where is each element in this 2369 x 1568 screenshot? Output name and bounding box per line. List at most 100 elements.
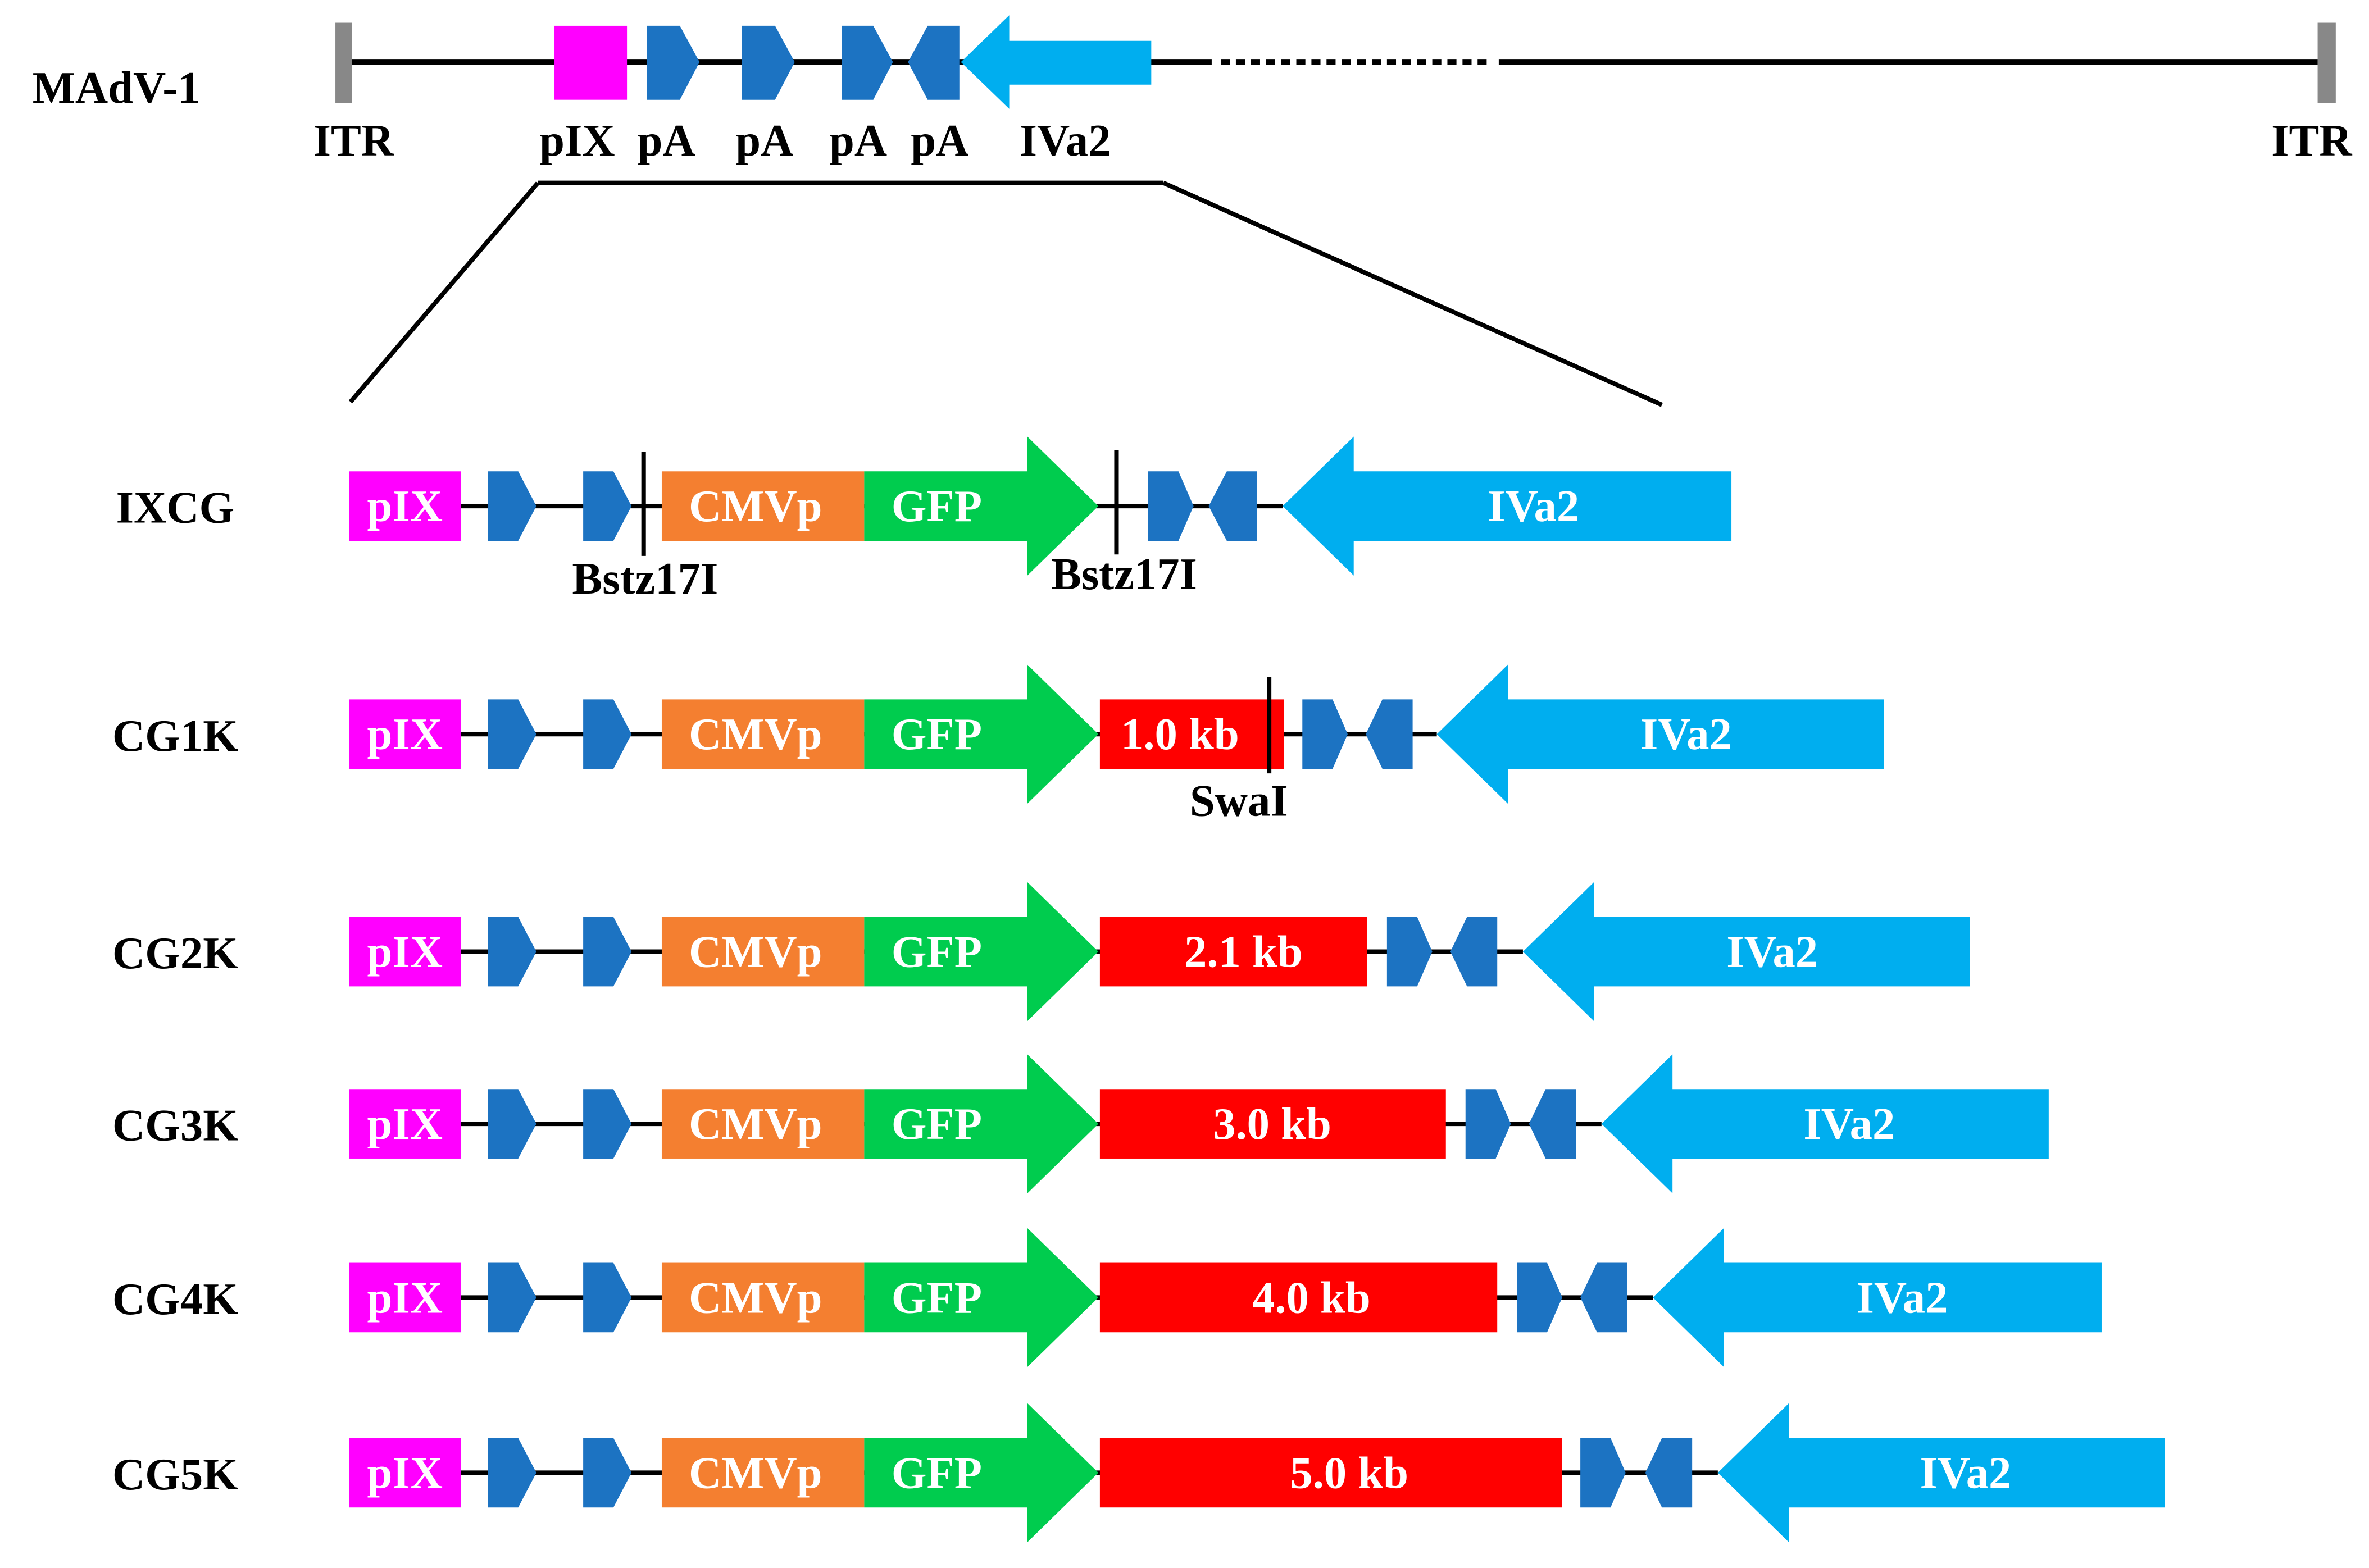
gfp-label: GFP bbox=[892, 709, 982, 759]
pix-label: pIX bbox=[367, 709, 443, 759]
construct-row-cg1k: CG1K pIX CMVp GFP 1.0 kb IVa2 SwaI bbox=[112, 664, 1884, 826]
pa-signal-reverse bbox=[1208, 471, 1257, 541]
gfp-label: GFP bbox=[892, 1099, 982, 1149]
iva2-arrow bbox=[1283, 436, 1732, 576]
pa-signal-forward bbox=[647, 25, 700, 100]
pix-label: pIX bbox=[367, 1099, 443, 1149]
pa-signal-forward bbox=[1580, 1438, 1626, 1508]
insert-box bbox=[1099, 1438, 1562, 1508]
iva2-arrow bbox=[1717, 1403, 2165, 1543]
construct-name: CG2K bbox=[112, 928, 238, 978]
pa-signal-forward bbox=[583, 471, 632, 541]
pix-label: pIX bbox=[367, 1273, 443, 1323]
itr-right-label: ITR bbox=[2271, 116, 2352, 166]
insert-label: 1.0 kb bbox=[1121, 709, 1239, 759]
restriction-site-label: Bstz17I bbox=[572, 554, 718, 604]
pa-signal-forward bbox=[488, 1438, 536, 1508]
iva2-label: IVa2 bbox=[1726, 927, 1818, 977]
itr-left-bar bbox=[335, 22, 352, 103]
pa-signal-forward bbox=[1465, 1089, 1511, 1159]
restriction-site-label: Bstz17I bbox=[1051, 549, 1197, 599]
pa-label: pA bbox=[829, 116, 887, 166]
pa-label: pA bbox=[637, 116, 695, 166]
gfp-label: GFP bbox=[892, 1448, 982, 1498]
insert-box bbox=[1099, 1262, 1498, 1333]
iva2-arrow bbox=[1653, 1228, 2102, 1368]
genome-map: MAdV-1 ITR pIX pA pA pA pA IVa2 ITR bbox=[33, 15, 2352, 166]
cmv-promoter-box bbox=[661, 917, 865, 987]
zoom-callout bbox=[348, 180, 1663, 407]
construct-name: CG4K bbox=[112, 1274, 238, 1324]
pix-box bbox=[349, 699, 461, 769]
construct-name: CG5K bbox=[112, 1450, 238, 1499]
iva2-label: IVa2 bbox=[1920, 1448, 2011, 1498]
pa-signal-reverse bbox=[1580, 1262, 1627, 1333]
pix-label: pIX bbox=[367, 481, 443, 531]
pix-box bbox=[349, 917, 461, 987]
pa-label: pA bbox=[735, 116, 793, 166]
pix-label: pIX bbox=[367, 927, 443, 977]
pa-signal-forward bbox=[488, 1262, 536, 1333]
iva2-arrow bbox=[961, 15, 1152, 109]
cmv-promoter-box bbox=[661, 1438, 865, 1508]
pix-box bbox=[349, 471, 461, 541]
iva2-label: IVa2 bbox=[1857, 1273, 1948, 1323]
gfp-arrow bbox=[864, 1403, 1099, 1543]
gfp-arrow bbox=[864, 436, 1099, 576]
gfp-label: GFP bbox=[892, 481, 982, 531]
pa-signal-forward bbox=[583, 917, 632, 987]
pa-signal-reverse bbox=[1450, 917, 1498, 987]
insert-label: 3.0 kb bbox=[1213, 1099, 1331, 1149]
gfp-label: GFP bbox=[892, 927, 982, 977]
construct-row-cg5k: CG5K pIX CMVp GFP 5.0 kb IVa2 bbox=[112, 1403, 2165, 1543]
pa-signal-reverse bbox=[1645, 1438, 1693, 1508]
construct-row-cg3k: CG3K pIX CMVp GFP 3.0 kb IVa2 bbox=[112, 1054, 2049, 1193]
pa-signal-reverse bbox=[1366, 699, 1413, 769]
pa-label: pA bbox=[911, 116, 968, 166]
construct-row-cg4k: CG4K pIX CMVp GFP 4.0 kb IVa2 bbox=[112, 1228, 2102, 1368]
gfp-label: GFP bbox=[892, 1273, 982, 1323]
cmv-promoter-label: CMVp bbox=[689, 709, 822, 759]
construct-name: CG3K bbox=[112, 1101, 238, 1151]
pa-signal-reverse bbox=[908, 25, 960, 100]
cmv-promoter-box bbox=[661, 699, 865, 769]
pix-label: pIX bbox=[539, 116, 615, 166]
cmv-promoter-label: CMVp bbox=[689, 1099, 822, 1149]
pa-signal-forward bbox=[583, 1262, 632, 1333]
pix-box bbox=[349, 1438, 461, 1508]
cmv-promoter-box bbox=[661, 1262, 865, 1333]
pa-signal-forward bbox=[583, 1089, 632, 1159]
pix-label: pIX bbox=[367, 1448, 443, 1498]
cmv-promoter-label: CMVp bbox=[689, 1273, 822, 1323]
insert-box bbox=[1099, 1089, 1446, 1159]
cmv-promoter-label: CMVp bbox=[689, 927, 822, 977]
pa-signal-forward bbox=[488, 917, 536, 987]
pix-box bbox=[554, 25, 628, 100]
gfp-arrow bbox=[864, 1228, 1099, 1368]
pa-signal-forward bbox=[488, 1089, 536, 1159]
insert-label: 5.0 kb bbox=[1290, 1448, 1408, 1498]
construct-name: IXCG bbox=[116, 483, 235, 533]
pa-signal-forward bbox=[1148, 471, 1194, 541]
pa-signal-forward bbox=[488, 471, 536, 541]
zoom-left-line bbox=[348, 181, 540, 404]
pa-signal-forward bbox=[742, 25, 795, 100]
pa-signal-forward bbox=[583, 699, 632, 769]
insert-box bbox=[1099, 917, 1367, 987]
iva2-arrow bbox=[1522, 882, 1970, 1022]
iva2-label: IVa2 bbox=[1803, 1099, 1895, 1149]
cmv-promoter-box bbox=[661, 1089, 865, 1159]
pa-signal-forward bbox=[1517, 1262, 1562, 1333]
genome-name: MAdV-1 bbox=[33, 63, 201, 113]
insert-label: 2.1 kb bbox=[1184, 927, 1303, 977]
zoom-right-line bbox=[1162, 180, 1663, 407]
pa-signal-reverse bbox=[1529, 1089, 1576, 1159]
cmv-promoter-label: CMVp bbox=[689, 481, 822, 531]
cmv-promoter-label: CMVp bbox=[689, 1448, 822, 1498]
construct-name: CG1K bbox=[112, 711, 238, 761]
cmv-promoter-box bbox=[661, 471, 865, 541]
gfp-arrow bbox=[864, 882, 1099, 1022]
construct-row-cg2k: CG2K pIX CMVp GFP 2.1 kb IVa2 bbox=[112, 882, 1970, 1022]
pix-box bbox=[349, 1262, 461, 1333]
